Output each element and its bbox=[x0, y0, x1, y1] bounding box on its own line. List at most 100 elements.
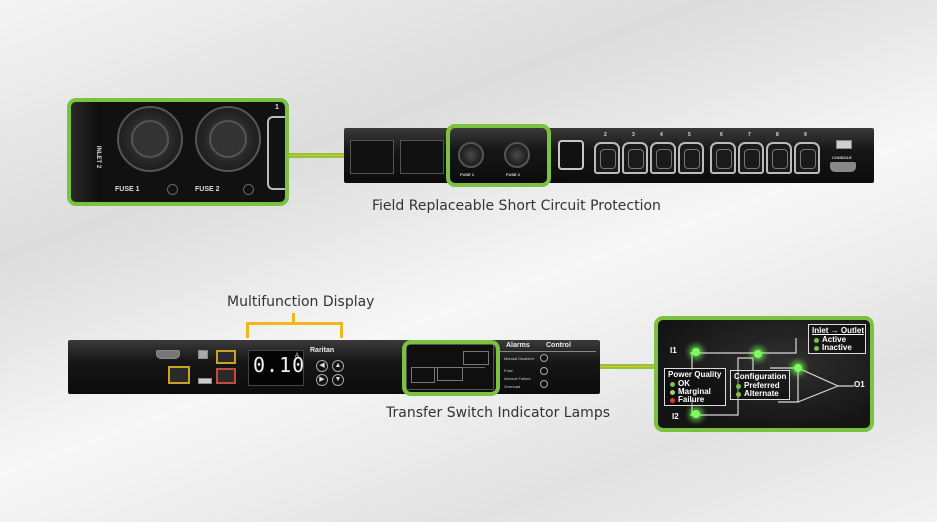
multifunction-display: 0.10 A bbox=[248, 350, 304, 386]
pdu-front-panel: 0.10 A Raritan ◀ ▲ ▶ ▼ Alarms Control Ma… bbox=[68, 340, 600, 394]
outlet-number-7: 7 bbox=[748, 132, 751, 138]
lamp-diagram-lines bbox=[690, 338, 854, 416]
failure-label: Failure bbox=[678, 395, 705, 404]
lamp-o1-label: O1 bbox=[854, 380, 865, 389]
lamps-caption: Transfer Switch Indicator Lamps bbox=[386, 405, 610, 421]
ethernet-port-3 bbox=[216, 368, 236, 384]
mini-diagram-box-1 bbox=[411, 367, 435, 383]
outlet-8 bbox=[766, 142, 792, 174]
outlet-number-5: 5 bbox=[688, 132, 691, 138]
lamp-i1-label: I1 bbox=[670, 346, 677, 355]
power-quality-title: Power Quality bbox=[668, 370, 722, 379]
fuse-2-screw bbox=[243, 184, 254, 195]
display-button-down[interactable]: ▼ bbox=[332, 374, 344, 386]
outlet-7 bbox=[738, 142, 764, 174]
usb-a-port bbox=[198, 378, 212, 384]
ok-dot bbox=[670, 382, 675, 387]
outlet-9 bbox=[794, 142, 820, 174]
inlet-outlet-box: Inlet → Outlet Active Inactive bbox=[808, 324, 866, 354]
inlet-block-1 bbox=[350, 140, 394, 174]
inlet-block-2 bbox=[400, 140, 444, 174]
usb-port bbox=[836, 140, 852, 149]
brand-label: Raritan bbox=[310, 347, 335, 354]
fuse-2-cap bbox=[209, 120, 247, 158]
pdu-rear-panel: FUSE 1 FUSE 2 2 3 4 5 6 7 8 9 CONSOLE bbox=[344, 128, 874, 183]
preferred-dot bbox=[736, 384, 741, 389]
lamp-config-led bbox=[754, 350, 762, 358]
outlet-2 bbox=[594, 142, 620, 174]
fuse-1-screw bbox=[167, 184, 178, 195]
alarm-row-3: Internal Failure bbox=[504, 376, 531, 381]
lamp-i2-label: I2 bbox=[672, 412, 679, 421]
alternate-dot bbox=[736, 392, 741, 397]
preferred-label: Preferred bbox=[744, 381, 780, 390]
display-value: 0.10 bbox=[253, 353, 306, 377]
failure-dot bbox=[670, 398, 675, 403]
control-button-3[interactable] bbox=[540, 380, 548, 388]
outlet-number-4: 4 bbox=[660, 132, 663, 138]
fuse-zoom-left-edge bbox=[71, 102, 101, 202]
c19-outlet bbox=[558, 140, 584, 170]
outlet-number-8: 8 bbox=[776, 132, 779, 138]
outlet-6 bbox=[710, 142, 736, 174]
lamp-zoom-box: I1 I2 O1 Power Quality OK Marginal Failu… bbox=[654, 316, 874, 432]
fuse-1-cap bbox=[131, 120, 169, 158]
power-quality-box: Power Quality OK Marginal Failure bbox=[664, 368, 726, 406]
fuse-caption: Field Replaceable Short Circuit Protecti… bbox=[372, 198, 661, 214]
inlet-outlet-title: Inlet → Outlet bbox=[812, 326, 864, 335]
display-unit: A bbox=[295, 353, 300, 359]
inactive-dot bbox=[814, 346, 819, 351]
control-header: Control bbox=[546, 342, 571, 349]
outlet-number-9: 9 bbox=[804, 132, 807, 138]
indicator-lamp-panel bbox=[406, 344, 494, 390]
fuse-zoom-box: INLET 2 FUSE 1 FUSE 2 1 bbox=[67, 98, 289, 206]
alarms-header: Alarms bbox=[506, 342, 530, 349]
display-caption: Multifunction Display bbox=[227, 294, 375, 310]
db9-port bbox=[156, 350, 180, 359]
fuse-1-small-label: FUSE 1 bbox=[460, 172, 475, 177]
fuse-1-small bbox=[458, 142, 484, 168]
fuse-2-label: FUSE 2 bbox=[195, 186, 220, 193]
alarm-row-1: Manual Disabled bbox=[504, 356, 534, 361]
lamp-highlight-frame bbox=[402, 340, 500, 396]
display-bracket-left bbox=[246, 322, 249, 338]
configuration-title: Configuration bbox=[734, 372, 787, 381]
display-bracket-top bbox=[246, 322, 343, 325]
fuse-1-label: FUSE 1 bbox=[115, 186, 140, 193]
outlet-number-2: 2 bbox=[604, 132, 607, 138]
display-button-left[interactable]: ◀ bbox=[316, 360, 328, 372]
display-bracket-right bbox=[340, 322, 343, 338]
outlet-number-6: 6 bbox=[720, 132, 723, 138]
display-button-right[interactable]: ▶ bbox=[316, 374, 328, 386]
fuse-2-small-label: FUSE 2 bbox=[506, 172, 521, 177]
fuse-2-small bbox=[504, 142, 530, 168]
lamp-i2-led bbox=[692, 410, 700, 418]
marginal-dot bbox=[670, 390, 675, 395]
console-label: CONSOLE bbox=[832, 155, 852, 160]
alarm-row-2: Fuse bbox=[504, 368, 513, 373]
ethernet-port-2 bbox=[216, 350, 236, 364]
inlet-label: INLET 2 bbox=[95, 145, 102, 169]
console-port bbox=[830, 162, 856, 172]
outlet-4 bbox=[650, 142, 676, 174]
display-button-up[interactable]: ▲ bbox=[332, 360, 344, 372]
display-bracket-stem bbox=[292, 313, 295, 323]
active-dot bbox=[814, 338, 819, 343]
outlet-1-label: 1 bbox=[275, 104, 279, 111]
inactive-label: Inactive bbox=[822, 343, 852, 352]
usb-b-port bbox=[198, 350, 208, 359]
marginal-label: Marginal bbox=[678, 387, 711, 396]
mini-diagram-box-3 bbox=[463, 351, 489, 365]
lamp-i1-led bbox=[692, 348, 700, 356]
fuse-highlight-frame bbox=[446, 124, 551, 187]
configuration-box: Configuration Preferred Alternate bbox=[730, 370, 790, 400]
lamp-outlet-led bbox=[794, 364, 802, 372]
header-divider bbox=[500, 351, 596, 352]
outlet-5 bbox=[678, 142, 704, 174]
mini-diagram-box-2 bbox=[437, 367, 463, 381]
outlet-3 bbox=[622, 142, 648, 174]
control-button-2[interactable] bbox=[540, 367, 548, 375]
outlet-number-3: 3 bbox=[632, 132, 635, 138]
control-button-1[interactable] bbox=[540, 354, 548, 362]
alternate-label: Alternate bbox=[744, 389, 779, 398]
